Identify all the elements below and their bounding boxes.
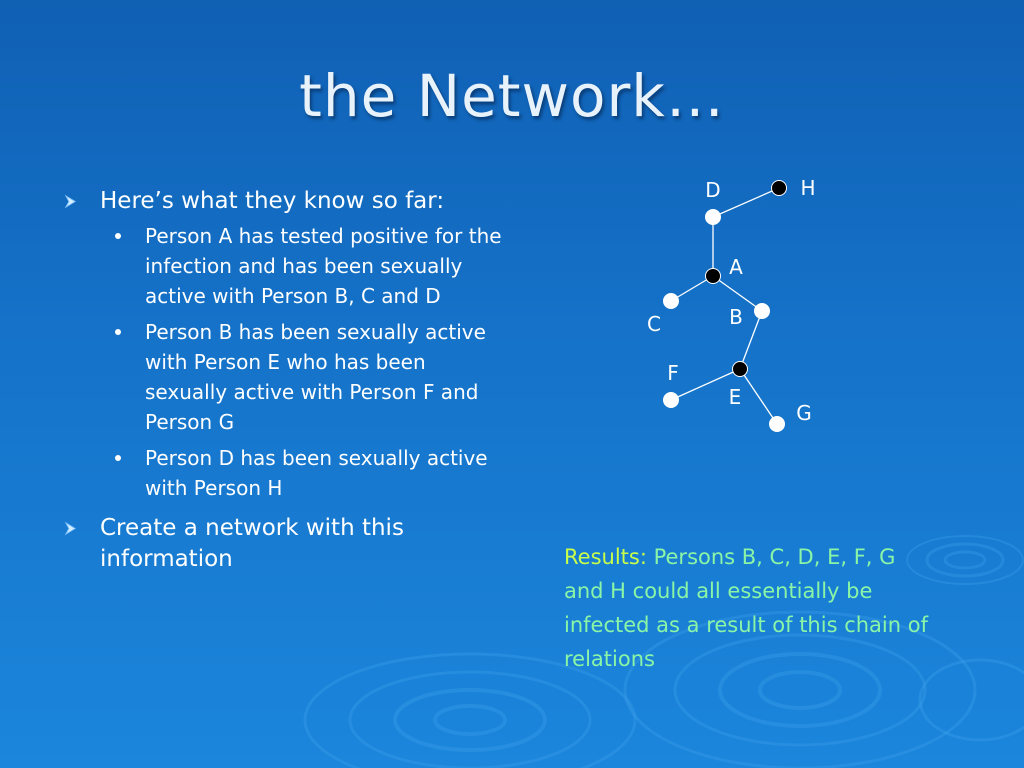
- arrow-bullet-icon: [64, 521, 76, 536]
- node-label-b: B: [729, 305, 743, 329]
- slide-title: the Network…: [299, 62, 725, 130]
- sub-bullet-text: Person B has been sexually active with P…: [145, 320, 486, 434]
- edge-d-h: [712, 187, 780, 218]
- dot-bullet-icon: [115, 233, 121, 239]
- dot-bullet-icon: [115, 329, 121, 335]
- sub-bullet-person-d: Person D has been sexually active with P…: [100, 443, 512, 503]
- sub-bullet-list: Person A has tested positive for the inf…: [100, 221, 512, 503]
- node-label-g: G: [796, 401, 812, 425]
- dot-bullet-icon: [115, 455, 121, 461]
- node-b: [754, 303, 770, 319]
- bullet-text: Create a network with this information: [100, 515, 404, 572]
- results-label: Results:: [564, 545, 647, 569]
- network-edges: [670, 187, 780, 425]
- sub-bullet-person-a: Person A has tested positive for the inf…: [100, 221, 512, 311]
- node-label-e: E: [729, 385, 742, 409]
- node-label-h: H: [800, 176, 815, 200]
- node-g: [769, 416, 785, 432]
- node-label-d: D: [705, 178, 720, 202]
- network-nodes: [663, 180, 787, 432]
- edge-a-c: [670, 275, 714, 302]
- results-text: Persons B, C, D, E, F, G and H could all…: [564, 545, 928, 671]
- node-e: [732, 361, 748, 377]
- node-label-c: C: [647, 312, 661, 336]
- arrow-bullet-icon: [64, 194, 76, 209]
- node-label-f: F: [667, 361, 679, 385]
- edge-e-g: [739, 368, 778, 425]
- edge-e-f: [670, 368, 741, 401]
- sub-bullet-text: Person A has tested positive for the inf…: [145, 224, 502, 308]
- edge-b-e: [739, 310, 763, 370]
- sub-bullet-text: Person D has been sexually active with P…: [145, 446, 488, 500]
- bullet-known-facts: Here’s what they know so far: Person A h…: [62, 186, 512, 503]
- node-h: [771, 180, 787, 196]
- bullet-text: Here’s what they know so far:: [100, 188, 445, 214]
- edge-a-b: [712, 275, 763, 312]
- bullet-create-network: Create a network with this information: [62, 513, 512, 575]
- node-d: [705, 209, 721, 225]
- node-label-a: A: [729, 255, 743, 279]
- results-box: Results: Persons B, C, D, E, F, G and H …: [564, 540, 934, 676]
- node-f: [663, 392, 679, 408]
- node-a: [705, 268, 721, 284]
- sub-bullet-person-b: Person B has been sexually active with P…: [100, 317, 512, 437]
- network-labels: D H A C B E F G: [647, 176, 816, 425]
- bullet-list: Here’s what they know so far: Person A h…: [62, 186, 512, 581]
- node-c: [663, 293, 679, 309]
